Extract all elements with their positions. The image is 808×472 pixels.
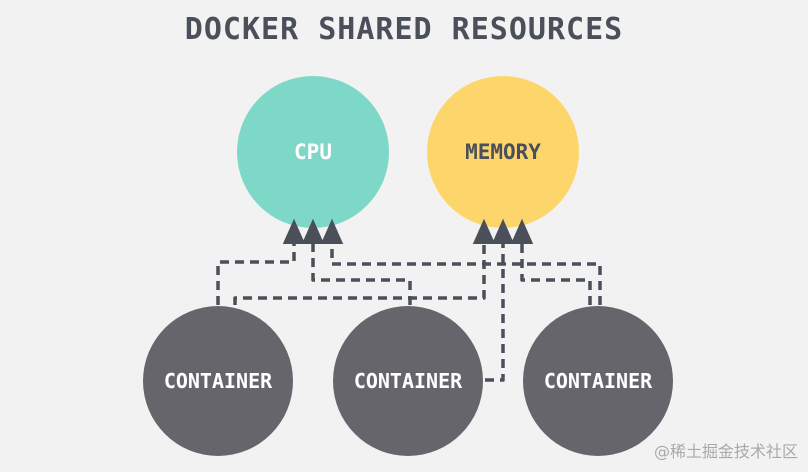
memory-node: MEMORY (427, 76, 579, 228)
diagram-title: DOCKER SHARED RESOURCES (184, 12, 624, 47)
container-1-circle (143, 306, 293, 456)
container-2-label: CONTAINER (354, 369, 463, 393)
container-3-label: CONTAINER (544, 369, 653, 393)
connector-container3-memory (510, 218, 592, 305)
container-1-label: CONTAINER (164, 369, 273, 393)
container-node-3: CONTAINER (523, 306, 673, 456)
connector-container1-memory (233, 218, 496, 305)
cpu-node: CPU (237, 76, 389, 228)
connector-container3-cpu (320, 218, 602, 305)
memory-circle (427, 76, 579, 228)
connector-container2-cpu (301, 218, 412, 305)
memory-label: MEMORY (465, 140, 541, 164)
container-node-2: CONTAINER (333, 306, 483, 456)
cpu-circle (237, 76, 389, 228)
watermark: @稀土掘金技术社区 (653, 442, 798, 461)
connectors (216, 218, 602, 382)
connector-container2-memory (485, 218, 515, 382)
container-3-circle (523, 306, 673, 456)
container-node-1: CONTAINER (143, 306, 293, 456)
connector-container1-cpu (216, 218, 306, 305)
container-2-circle (333, 306, 483, 456)
cpu-label: CPU (294, 140, 332, 164)
